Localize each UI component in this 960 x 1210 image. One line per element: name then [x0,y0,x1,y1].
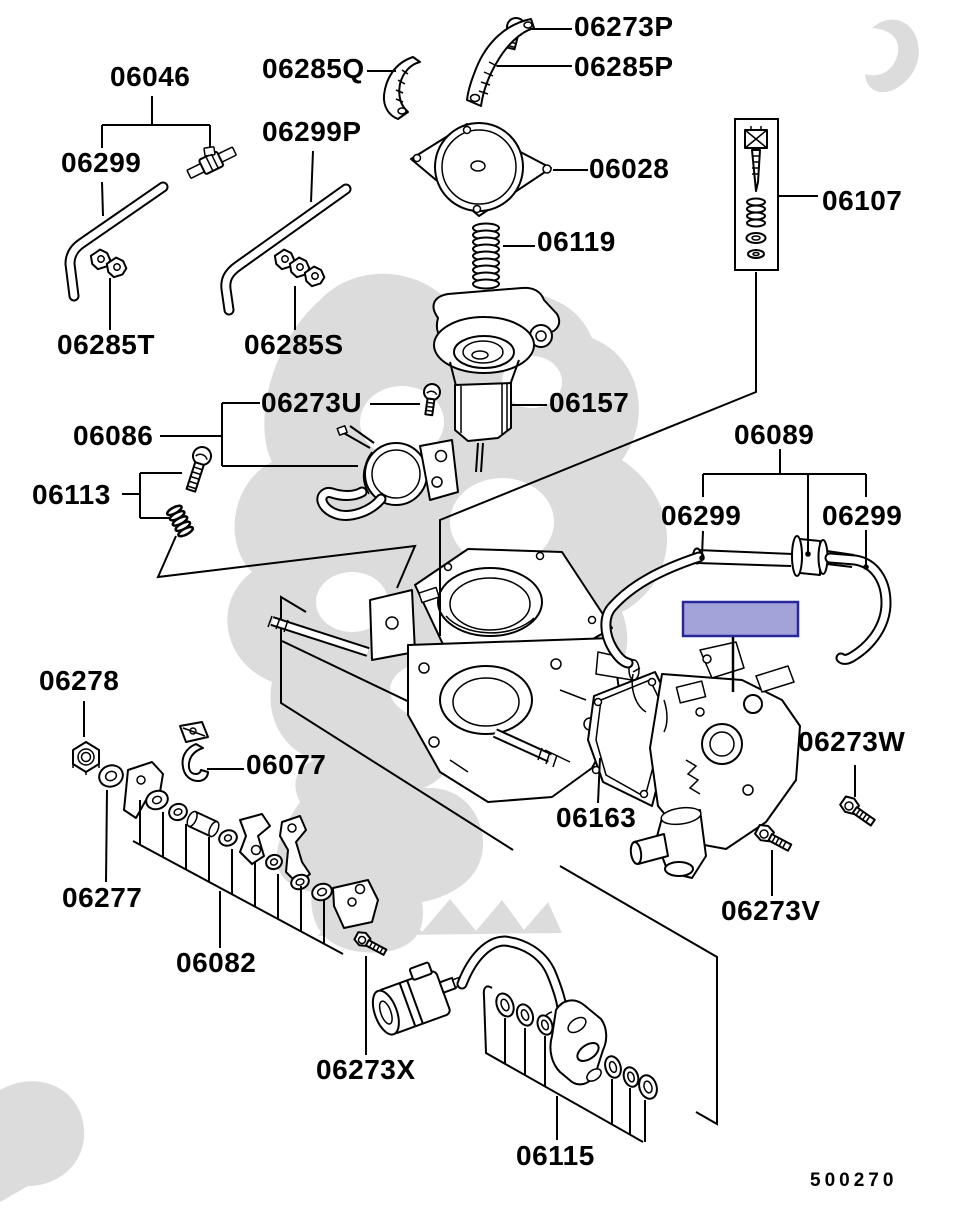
part-label-06299-1[interactable]: 06299 [61,147,142,178]
highlight-group [681,600,800,692]
part-label-06028[interactable]: 06028 [589,153,670,184]
part-label-06299-2[interactable]: 06299 [661,500,742,531]
part-label-06046[interactable]: 06046 [110,61,191,92]
parts-artwork [64,17,892,1100]
bolt-06273X [353,931,388,956]
clamps-06285S [273,248,326,288]
bracket-06285Q [382,56,421,120]
part-label-06119[interactable]: 06119 [537,226,616,257]
part-label-06273X[interactable]: 06273X [316,1054,416,1085]
parts-row-06082 [123,761,379,929]
hook-link-06077 [179,721,209,782]
part-label-06089[interactable]: 06089 [734,419,815,450]
part-label-06273P[interactable]: 06273P [574,11,674,42]
screw-06113 [185,446,212,493]
clamp-06285T [89,248,128,279]
part-label-06273W[interactable]: 06273W [798,726,906,757]
bolt-06273W [839,795,876,827]
screw-06273U [423,383,441,417]
part-label-06278[interactable]: 06278 [39,665,120,696]
needle-valve-kit-06107 [734,118,779,271]
accel-pump-body [629,641,801,879]
drawing-code: 500270 [810,1170,898,1191]
bolt-06273V [754,823,793,852]
part-label-06277[interactable]: 06277 [62,882,143,913]
part-label-06285S[interactable]: 06285S [244,329,344,360]
part-label-06107[interactable]: 06107 [822,185,903,216]
part-label-06285Q[interactable]: 06285Q [262,53,365,84]
hose-top-left [64,181,169,302]
leader-lines [83,28,869,1143]
part-label-06273V[interactable]: 06273V [721,895,821,926]
float-cover-06157 [432,286,561,473]
tee-fitting-part [186,146,237,179]
solenoid-valve [371,935,568,1036]
part-label-06285T[interactable]: 06285T [57,329,155,360]
part-label-06299-3[interactable]: 06299 [822,500,903,531]
part-label-06163[interactable]: 06163 [556,802,637,833]
spring-06119 [472,222,500,290]
hose-06299P [220,183,352,316]
part-label-06086[interactable]: 06086 [73,420,154,451]
diaphragm-06028 [410,122,552,217]
washer-06277 [98,764,124,788]
part-label-06299P[interactable]: 06299P [262,116,362,147]
nut-06278 [72,741,100,775]
part-label-06082[interactable]: 06082 [176,947,257,978]
part-label-06077[interactable]: 06077 [246,749,327,780]
seal-rings-06115 [495,992,658,1100]
part-label-06285P[interactable]: 06285P [574,51,674,82]
solenoid-fitting [543,999,608,1086]
hose-mid-right [824,552,892,665]
spring-06113 [165,504,195,538]
part-label-06113[interactable]: 06113 [32,479,111,510]
highlight-box[interactable] [681,600,800,638]
part-label-06115[interactable]: 06115 [516,1140,595,1171]
part-label-06157[interactable]: 06157 [549,387,630,418]
pump-diaphragm-06086 [316,425,459,521]
hose-mid-left [600,551,705,669]
carburetor-body [267,548,640,803]
part-label-06273U[interactable]: 06273U [261,387,363,418]
bracket-06285P [466,18,535,107]
